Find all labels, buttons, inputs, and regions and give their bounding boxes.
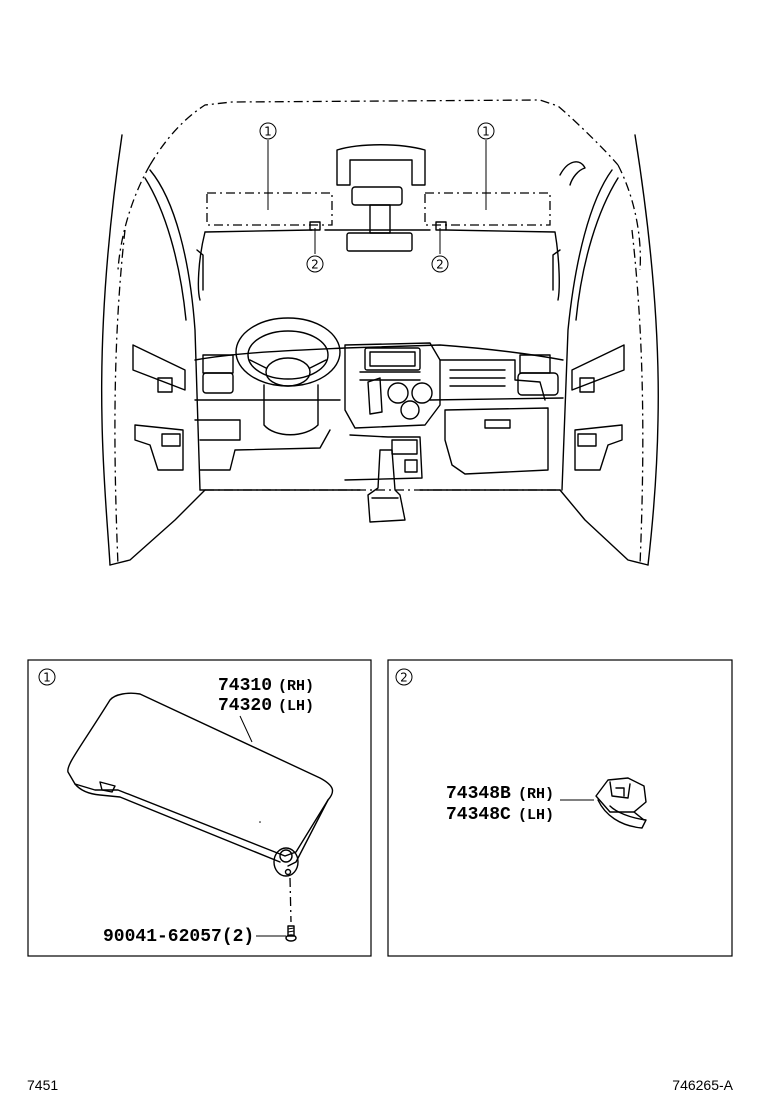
- figure-id: 746265-A: [672, 1077, 733, 1093]
- visor-lh-suffix: (LH): [278, 698, 314, 715]
- steering-wheel: [235, 317, 341, 387]
- hvac-knob-left: [387, 382, 409, 404]
- svg-text:1: 1: [43, 671, 51, 685]
- audio-unit: [364, 347, 421, 371]
- lower-console: [344, 434, 423, 481]
- panel-1-frame: [27, 659, 372, 957]
- sun-visor-drawing: [67, 692, 334, 867]
- roof-outline: [149, 99, 619, 166]
- rear-view-mirror: [346, 232, 413, 252]
- visor-rh-part-number: 74310: [218, 676, 272, 696]
- page-code: 7451: [27, 1077, 58, 1093]
- holder-lh-part-number: 74348C: [446, 805, 511, 825]
- glovebox: [444, 407, 549, 475]
- right-a-pillar: [634, 134, 659, 566]
- holder-rh-part-number: 74348B: [446, 784, 511, 804]
- svg-text:2: 2: [400, 671, 408, 685]
- holder-lh-suffix: (LH): [518, 807, 554, 824]
- right-visor-holder: [435, 221, 447, 231]
- cab-interior-illustration: 1 1 2 2: [101, 99, 659, 566]
- fastener-part-number: 90041-62057(2): [103, 927, 254, 947]
- left-door-switch: [157, 377, 173, 393]
- overhead-console: [336, 144, 426, 186]
- left-a-pillar-trim: [144, 177, 187, 321]
- callout-1-left: 1: [259, 122, 277, 140]
- svg-text:2: 2: [311, 258, 319, 272]
- right-vent: [519, 354, 551, 374]
- right-sun-visor: [424, 192, 551, 226]
- callout-2-left: 2: [306, 255, 324, 273]
- left-a-pillar: [101, 134, 123, 566]
- detail-panel-sun-visor: 1 74310 (RH) 74320 (LH) 90041-62057(2): [27, 659, 372, 957]
- right-a-pillar-inner: [561, 169, 613, 491]
- mirror-mount: [351, 186, 403, 206]
- right-door-switch: [579, 377, 595, 393]
- holder-rh-suffix: (RH): [518, 786, 554, 803]
- screw-icon: [285, 925, 297, 942]
- detail-panel-visor-holder: 2 74348B (RH) 74348C (LH): [387, 659, 733, 957]
- visor-lh-part-number: 74320: [218, 696, 272, 716]
- callout-2-right: 2: [431, 255, 449, 273]
- panel-2-callout: 2: [395, 668, 413, 686]
- windshield-frame: [197, 229, 560, 301]
- left-sun-visor: [206, 192, 333, 226]
- visor-rh-suffix: (RH): [278, 678, 314, 695]
- svg-text:2: 2: [436, 258, 444, 272]
- steering-column: [263, 384, 319, 436]
- svg-text:1: 1: [264, 125, 272, 139]
- right-a-pillar-trim: [575, 177, 619, 321]
- shift-lever: [367, 449, 406, 523]
- hvac-knob-right: [411, 382, 433, 404]
- callout-1-right: 1: [477, 122, 495, 140]
- visor-holder-drawing: [595, 777, 647, 829]
- mirror-stem: [369, 204, 391, 234]
- panel-2-frame: [387, 659, 733, 957]
- center-stack: [344, 342, 441, 429]
- visor-hinge: [273, 847, 299, 923]
- svg-text:1: 1: [482, 125, 490, 139]
- left-a-pillar-inner: [149, 169, 201, 491]
- panel-1-callout: 1: [38, 668, 56, 686]
- hvac-knob-bottom: [400, 400, 420, 420]
- steering-hub: [265, 357, 311, 387]
